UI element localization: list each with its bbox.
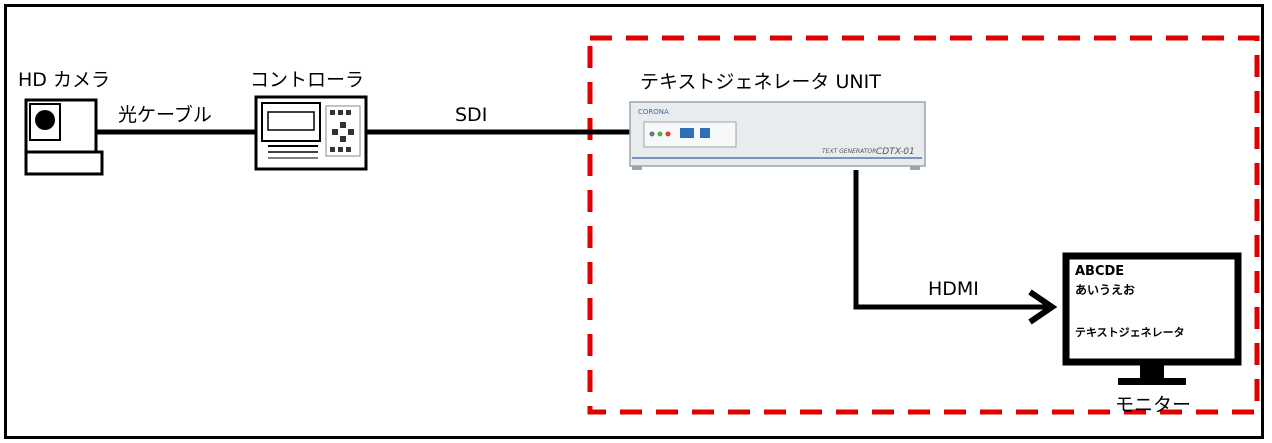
unit-panel-text: TEXT GENERATOR	[822, 148, 876, 155]
hdmi-cable-line	[853, 170, 1048, 310]
hdmi-arrowhead	[1028, 289, 1058, 325]
monitor-label: モニター	[1115, 394, 1192, 416]
controller-label: コントローラ	[250, 69, 365, 91]
unit-model-text: CDTX-01	[876, 147, 915, 157]
unit-highlight-box	[587, 35, 1260, 415]
hdmi-cable-label: HDMI	[928, 278, 979, 300]
monitor-screen-line-3: テキストジェネレータ	[1075, 326, 1185, 339]
controller-icon	[254, 95, 368, 171]
text-generator-label: テキストジェネレータ UNIT	[640, 71, 881, 93]
monitor-screen-line-2: あいうえお	[1075, 283, 1136, 297]
monitor-icon	[1062, 252, 1242, 385]
text-generator-icon	[629, 101, 926, 170]
camera-label: HD カメラ	[18, 69, 110, 91]
diagram-frame	[4, 4, 1264, 439]
fiber-cable-label: 光ケーブル	[118, 104, 212, 126]
monitor-screen-line-1: ABCDE	[1075, 264, 1125, 279]
unit-brand-text: CORONA	[638, 108, 669, 116]
camera-icon	[24, 98, 104, 176]
sdi-cable-label: SDI	[455, 104, 488, 126]
